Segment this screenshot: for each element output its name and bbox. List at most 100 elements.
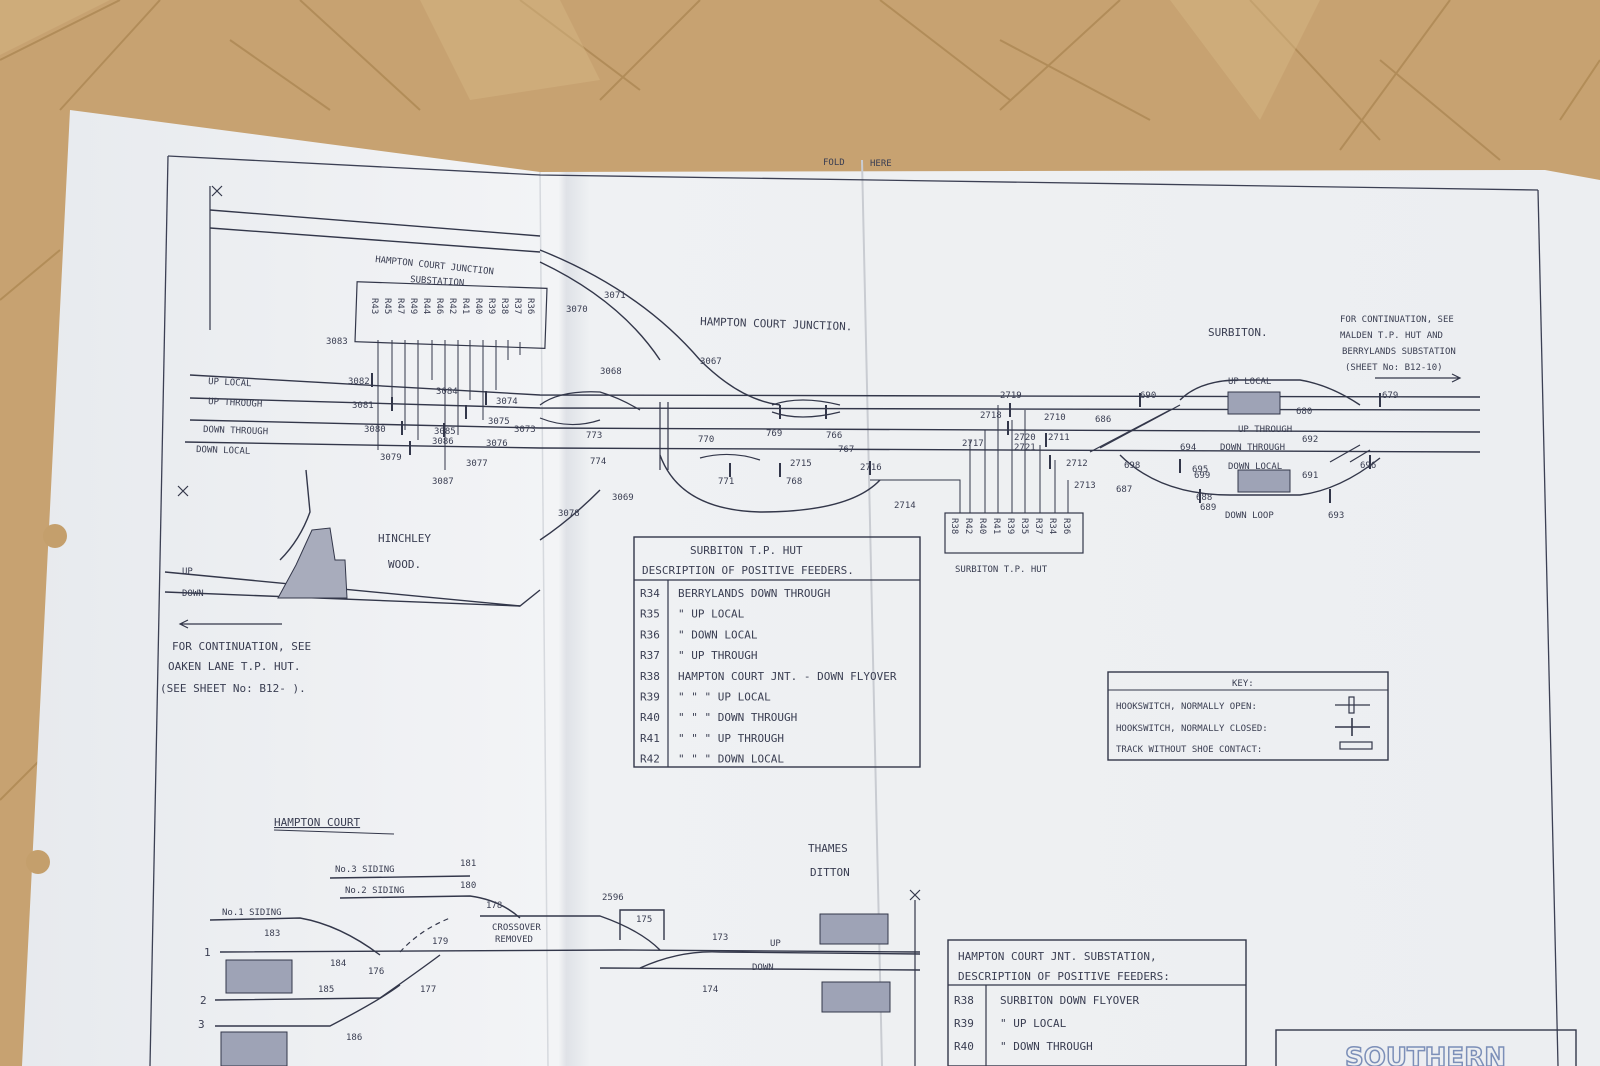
feeder-row-desc: HAMPTON COURT JNT. - DOWN FLYOVER bbox=[678, 670, 897, 683]
equipment-number: 774 bbox=[590, 457, 606, 467]
hinchley-wood-platform bbox=[277, 527, 348, 599]
equipment-number: 2713 bbox=[1074, 481, 1096, 491]
title-block-text: SOUTHERN bbox=[1345, 1043, 1506, 1066]
equipment-number: 679 bbox=[1382, 391, 1398, 401]
svg-text:DOWN THROUGH: DOWN THROUGH bbox=[1220, 443, 1285, 453]
continuation-right-note: FOR CONTINUATION, SEE MALDEN T.P. HUT AN… bbox=[1340, 315, 1456, 373]
key-item-closed: HOOKSWITCH, NORMALLY CLOSED: bbox=[1116, 724, 1268, 734]
substation-feeder-id: R46 bbox=[434, 298, 444, 314]
surbiton-label: SURBITON. bbox=[1208, 326, 1268, 339]
substation-subtitle: SUBSTATION bbox=[410, 275, 465, 289]
right-track-labels: UP LOCAL UP THROUGH DOWN THROUGH DOWN LO… bbox=[1220, 377, 1292, 521]
equipment-number: 3084 bbox=[436, 387, 458, 397]
equipment-number: 3083 bbox=[326, 337, 348, 347]
equipment-number: 771 bbox=[718, 477, 734, 487]
substation-feeder-id: R43 bbox=[369, 298, 379, 314]
hc-platform-2 bbox=[220, 1031, 288, 1066]
equipment-number: 175 bbox=[636, 915, 652, 925]
svg-text:MALDEN T.P. HUT AND: MALDEN T.P. HUT AND bbox=[1340, 331, 1443, 341]
siding-1-label: No.1 SIDING bbox=[222, 908, 282, 918]
feeder-row-id: R42 bbox=[640, 753, 660, 766]
equipment-number: 694 bbox=[1180, 443, 1196, 453]
feeder-row-id: R38 bbox=[640, 670, 660, 683]
equipment-number: 2712 bbox=[1066, 459, 1088, 469]
feeders-table-title: SURBITON T.P. HUT bbox=[690, 544, 803, 557]
up-label: UP bbox=[182, 567, 193, 577]
platform-3-label: 3 bbox=[198, 1018, 205, 1031]
equipment-number: 177 bbox=[420, 985, 436, 995]
hut-feeder-id: R34 bbox=[1047, 518, 1057, 534]
tp-hut-label: SURBITON T.P. HUT bbox=[955, 565, 1048, 575]
feeder-row-desc: " " " DOWN THROUGH bbox=[678, 711, 797, 724]
svg-text:DOWN LOOP: DOWN LOOP bbox=[1225, 511, 1274, 521]
bottom-track-lines bbox=[209, 875, 921, 1027]
equipment-number: 2715 bbox=[790, 459, 812, 469]
equipment-number: 693 bbox=[1328, 511, 1344, 521]
equipment-number: 181 bbox=[460, 859, 476, 869]
hut-feeder-id: R39 bbox=[1005, 518, 1015, 534]
sub-row-desc: " DOWN THROUGH bbox=[1000, 1040, 1093, 1053]
hampton-court-jn-substation-box bbox=[354, 281, 548, 349]
equipment-number: 176 bbox=[368, 967, 384, 977]
feeder-row-id: R37 bbox=[640, 649, 660, 662]
substation-feeder-id: R38 bbox=[499, 298, 509, 314]
track-label-down-local: DOWN LOCAL bbox=[196, 445, 251, 457]
bottom-up-label: UP bbox=[770, 939, 781, 949]
feeder-row-id: R39 bbox=[640, 691, 660, 704]
feeder-row-id: R40 bbox=[640, 711, 660, 724]
equipment-number: 2718 bbox=[980, 411, 1002, 421]
top-track-lines bbox=[164, 209, 1481, 607]
hc-platform-1 bbox=[225, 959, 293, 994]
sub-table-subtitle: DESCRIPTION OF POSITIVE FEEDERS: bbox=[958, 970, 1170, 983]
track-label-down-through: DOWN THROUGH bbox=[203, 425, 268, 437]
hut-feeder-id: R38 bbox=[949, 518, 959, 534]
key-box: KEY: HOOKSWITCH, NORMALLY OPEN: HOOKSWIT… bbox=[1107, 671, 1389, 761]
punch-hole bbox=[26, 850, 50, 874]
sub-table-title: HAMPTON COURT JNT. SUBSTATION, bbox=[958, 950, 1157, 963]
sub-row-id: R40 bbox=[954, 1040, 974, 1053]
equipment-number: 768 bbox=[786, 477, 802, 487]
crossover-label-2: REMOVED bbox=[495, 935, 533, 945]
equipment-number: 183 bbox=[264, 929, 280, 939]
equipment-number: 2720 bbox=[1014, 433, 1036, 443]
svg-text:FOR CONTINUATION, SEE: FOR CONTINUATION, SEE bbox=[172, 640, 311, 653]
track-no-shoe-icon bbox=[1339, 741, 1373, 750]
hampton-court-label: HAMPTON COURT bbox=[274, 816, 360, 829]
svg-text:UP LOCAL: UP LOCAL bbox=[1228, 377, 1271, 387]
svg-text:(SEE SHEET No: B12- ).: (SEE SHEET No: B12- ). bbox=[160, 682, 306, 695]
equipment-number: 699 bbox=[1194, 471, 1210, 481]
equipment-number: 180 bbox=[460, 881, 476, 891]
equipment-number: 3079 bbox=[380, 453, 402, 463]
equipment-number: 2721 bbox=[1014, 443, 1036, 453]
substation-feeder-id: R47 bbox=[395, 298, 405, 314]
equipment-number: 185 bbox=[318, 985, 334, 995]
equipment-number: 2711 bbox=[1048, 433, 1070, 443]
equipment-number: 3078 bbox=[558, 509, 580, 519]
key-item-no-shoe: TRACK WITHOUT SHOE CONTACT: bbox=[1116, 745, 1262, 755]
hut-feeder-id: R41 bbox=[991, 518, 1001, 534]
equipment-number: 2596 bbox=[602, 893, 624, 903]
substation-feeder-id: R44 bbox=[421, 298, 431, 314]
equipment-number: 186 bbox=[346, 1033, 362, 1043]
thames-label: THAMES bbox=[808, 842, 848, 855]
equipment-number: 174 bbox=[702, 985, 718, 995]
equipment-number: 686 bbox=[1095, 415, 1111, 425]
hut-feeder-id: R42 bbox=[963, 518, 973, 534]
equipment-number: 692 bbox=[1302, 435, 1318, 445]
equipment-number: 3087 bbox=[432, 477, 454, 487]
hut-feeder-id: R35 bbox=[1019, 518, 1029, 534]
bottom-down-label: DOWN bbox=[752, 963, 774, 973]
equipment-number: 766 bbox=[826, 431, 842, 441]
hut-feeder-id: R36 bbox=[1061, 518, 1071, 534]
equipment-number: 2717 bbox=[962, 439, 984, 449]
continuation-left-note: FOR CONTINUATION, SEE OAKEN LANE T.P. HU… bbox=[160, 640, 311, 695]
hookswitch-open-icon bbox=[1335, 696, 1370, 714]
feeder-row-desc: " " " UP LOCAL bbox=[678, 691, 771, 704]
equipment-number: 767 bbox=[838, 445, 854, 455]
equipment-number: 3071 bbox=[604, 291, 626, 301]
surbiton-tp-hut-box bbox=[944, 512, 1084, 554]
substation-feeder-id: R39 bbox=[486, 298, 496, 314]
crossover-label-1: CROSSOVER bbox=[492, 923, 541, 933]
